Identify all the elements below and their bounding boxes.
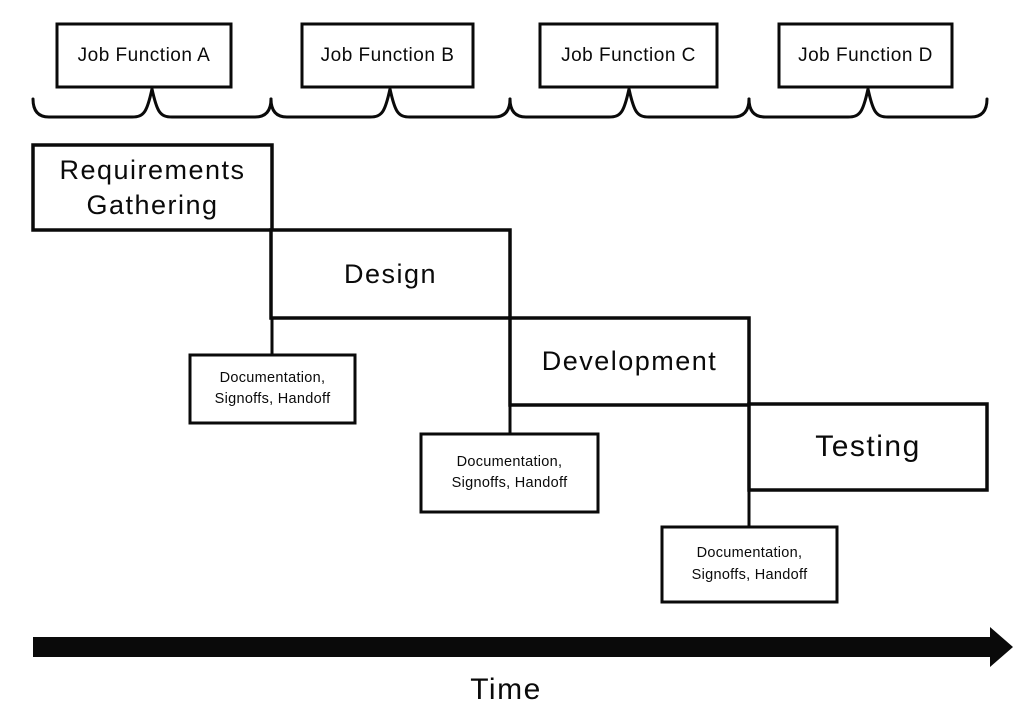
development-box	[508, 316, 751, 407]
design-box	[269, 228, 512, 320]
job-function-d-box	[777, 22, 954, 89]
brace-job-function-a	[31, 87, 273, 119]
job-function-a-box	[55, 22, 233, 89]
job-function-c-box	[538, 22, 719, 89]
brace-job-function-c	[508, 87, 751, 119]
handoff-box-2	[419, 432, 600, 514]
handoff-box-3	[660, 525, 839, 604]
brace-job-function-b	[269, 87, 512, 119]
handoff-box-1	[188, 353, 357, 425]
requirements-gathering-box	[31, 143, 274, 232]
testing-box	[747, 402, 989, 492]
time-arrow	[33, 627, 1013, 667]
brace-job-function-d	[747, 87, 989, 119]
job-function-b-box	[300, 22, 475, 89]
